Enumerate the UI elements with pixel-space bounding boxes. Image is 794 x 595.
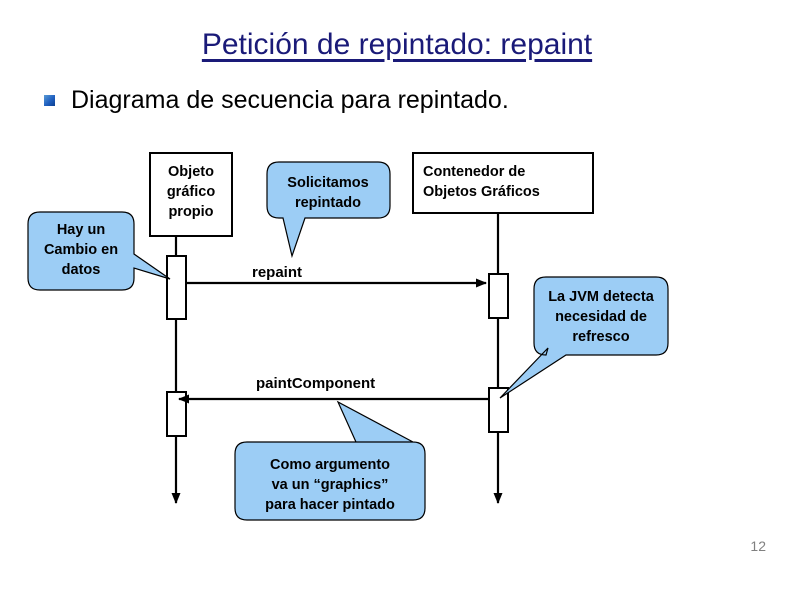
page-title: Petición de repintado: repaint [201,28,593,61]
callout-jvm-refresco[interactable]: La JVM detecta necesidad de refresco [499,276,669,399]
activation-box-contenedor-1 [488,273,509,319]
callout-line1: La JVM detecta [548,289,654,305]
callout-line2: Cambio en [44,242,118,258]
callout-line1: Solicitamos [287,175,368,191]
page-number: 12 [750,538,766,554]
participant-label-line2: Objetos Gráficos [423,184,540,200]
callout-line3: para hacer pintado [265,497,395,513]
callout-cambio-datos[interactable]: Hay un Cambio en datos [27,211,171,291]
participant-box-contenedor-objetos-graficos[interactable] [412,152,594,214]
participant-contenedor-objetos-graficos[interactable]: Contenedor de Objetos Gráficos [412,152,594,504]
participant-label-line2: gráfico [167,184,215,200]
callout-line3: refresco [572,329,629,345]
participant-label-line1: Contenedor de [423,164,525,180]
callout-como-argumento[interactable]: Como argumento va un “graphics” para hac… [234,400,426,521]
message-label-repaint: repaint [252,264,302,281]
bullet-text: Diagrama de secuencia para repintado. [71,86,509,114]
square-bullet-icon [44,95,55,106]
callout-bubble-cambio-datos [27,211,171,291]
participant-objeto-grafico-propio[interactable]: Objeto gráfico propio [149,152,233,504]
message-label-paintcomponent: paintComponent [256,375,375,392]
callout-line2: repintado [295,195,361,211]
bullet-row: Diagrama de secuencia para repintado. [44,86,509,115]
participant-label-line3: propio [168,204,213,220]
activation-box-contenedor-2 [488,387,509,433]
callout-line1: Hay un [57,222,105,238]
participant-label-line1: Objeto [168,164,214,180]
message-paintcomponent[interactable]: paintComponent [178,375,489,404]
callout-line2: va un “graphics” [272,477,389,493]
callout-line3: datos [62,262,101,278]
message-repaint[interactable]: repaint [186,264,487,288]
activation-box-objeto-1 [166,255,187,320]
participant-box-objeto-grafico-propio[interactable] [149,152,233,237]
callout-solicitamos-repintado[interactable]: Solicitamos repintado [266,161,391,259]
callout-line2: necesidad de [555,309,647,325]
callout-bubble-como-argumento [234,400,426,521]
callout-bubble-jvm-refresco [499,276,669,399]
callout-bubble-solicitamos-repintado [266,161,391,259]
callout-line1: Como argumento [270,457,390,473]
